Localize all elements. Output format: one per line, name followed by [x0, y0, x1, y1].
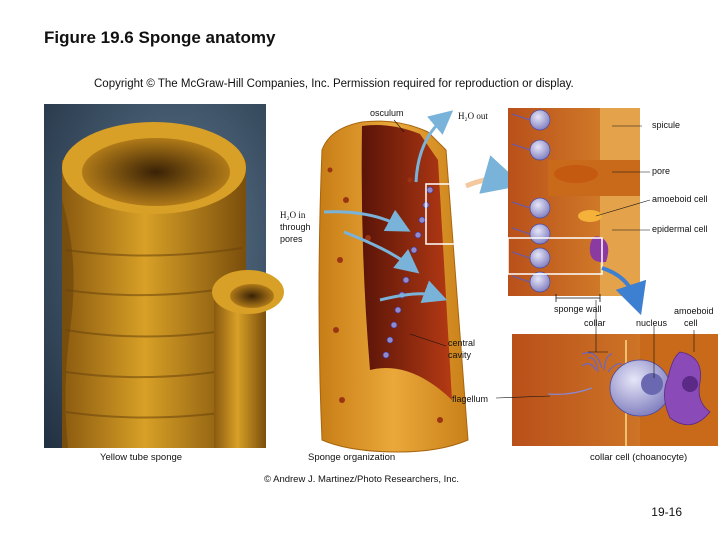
label-h2o-in-through: through	[280, 222, 311, 232]
label-amoeboid-cell-2: cell	[684, 318, 698, 328]
caption-sponge-organization: Sponge organization	[308, 452, 396, 463]
figure-title: Figure 19.6 Sponge anatomy	[44, 28, 276, 47]
label-h2o-in-pores: pores	[280, 234, 303, 244]
label-central: central	[448, 338, 476, 348]
label-nucleus: nucleus	[636, 318, 668, 328]
label-h2o-out: H₂O out	[458, 111, 488, 121]
label-amoeboid: amoeboid	[674, 306, 714, 316]
label-sponge-wall: sponge wall	[554, 304, 602, 314]
copyright-notice: Copyright © The McGraw-Hill Companies, I…	[94, 78, 574, 90]
label-h2o-in: H₂O in	[280, 210, 306, 220]
caption-collar-cell: collar cell (choanocyte)	[590, 452, 688, 463]
label-amoeboid-cell: amoeboid cell	[652, 194, 708, 204]
label-pore: pore	[652, 166, 671, 176]
label-cavity: cavity	[448, 350, 472, 360]
label-collar: collar	[584, 318, 606, 328]
caption-yellow-tube-sponge: Yellow tube sponge	[100, 452, 183, 463]
collar-cell-panel	[495, 300, 718, 446]
leader-lines	[393, 119, 651, 347]
label-osculum: osculum	[370, 108, 404, 118]
photo-credit: © Andrew J. Martinez/Photo Researchers, …	[264, 474, 459, 485]
label-spicule: spicule	[652, 120, 681, 130]
slide-number: 19-16	[651, 505, 682, 519]
sponge-wall-panel	[507, 108, 647, 316]
label-epidermal-cell: epidermal cell	[652, 224, 708, 234]
sponge-photo	[44, 104, 284, 448]
label-flagellum: flagellum	[452, 394, 489, 404]
sponge-organization-drawing	[318, 110, 524, 453]
